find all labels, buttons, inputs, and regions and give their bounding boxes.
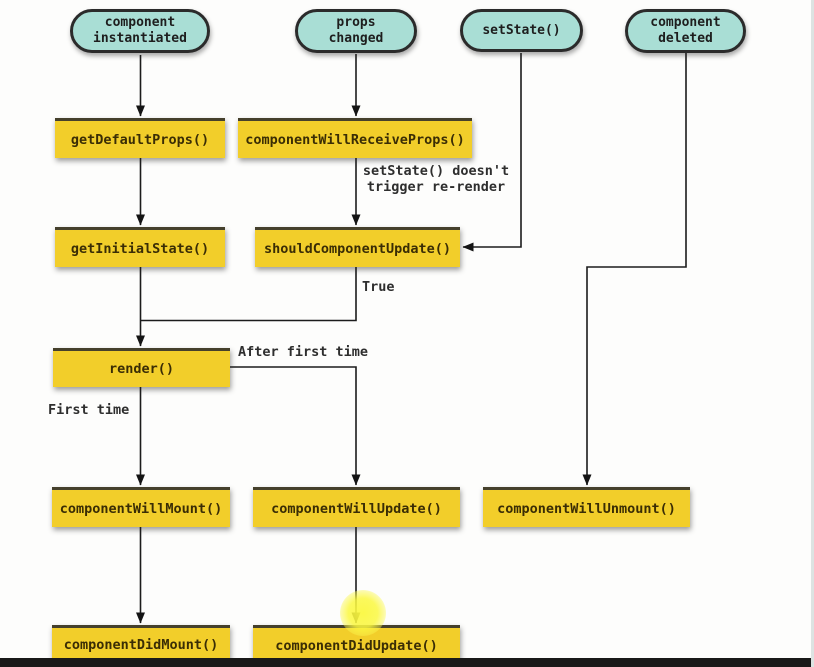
- bottom-letterbox-bar: [0, 658, 814, 667]
- node-component-instantiated: component instantiated: [70, 9, 210, 53]
- node-setstate: setState(): [460, 9, 583, 52]
- node-componentwillunmount: componentWillUnmount(): [483, 487, 690, 527]
- cursor-highlight-glow: [340, 590, 386, 636]
- edge-shouldupdate-true-merge: [140, 267, 357, 322]
- node-componentwillupdate: componentWillUpdate(): [253, 487, 460, 527]
- edge-deleted-to-willunmount: [582, 53, 687, 486]
- node-componentwillmount: componentWillMount(): [52, 487, 230, 527]
- node-getinitialstate: getInitialState(): [55, 227, 225, 267]
- node-getdefaultprops: getDefaultProps(): [55, 118, 225, 158]
- label-setstate-note: setState() doesn't trigger re-render: [362, 163, 510, 196]
- node-props-changed: props changed: [295, 9, 417, 53]
- label-first-time: First time: [48, 402, 130, 418]
- node-component-deleted: component deleted: [625, 9, 746, 53]
- node-componentdidmount: componentDidMount(): [52, 625, 230, 662]
- edge-render-to-willupdate: [230, 366, 361, 486]
- node-render: render(): [53, 348, 230, 387]
- label-true: True: [362, 279, 395, 295]
- right-edge-shade: [811, 0, 814, 667]
- node-shouldcomponentupdate: shouldComponentUpdate(): [255, 227, 460, 267]
- node-componentwillreceiveprops: componentWillReceiveProps(): [238, 118, 472, 158]
- edge-setstate-to-shouldupdate: [462, 53, 522, 252]
- label-after-first-time: After first time: [238, 344, 369, 360]
